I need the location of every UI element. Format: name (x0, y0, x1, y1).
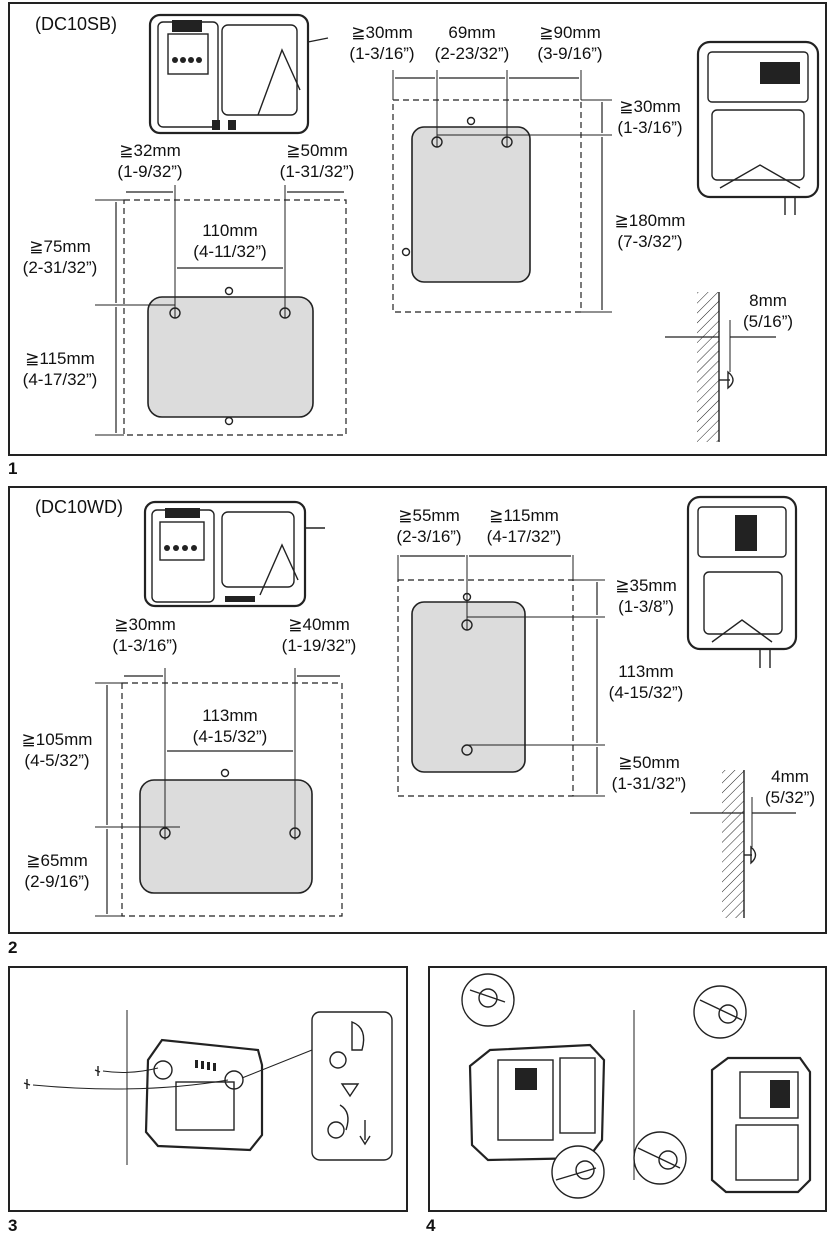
dim2-upper: ≧105mm (4-5/32”) (8, 729, 106, 771)
charger-back-icon (144, 1038, 264, 1152)
dim-width: 110mm (4-11/32”) (178, 220, 282, 262)
screw-callout-top-right-icon (693, 985, 747, 1039)
dim-mm: ≧75mm (29, 237, 91, 256)
dim-in: (4-11/32”) (193, 242, 267, 261)
dim-in: (2-31/32”) (22, 258, 98, 277)
dim-mm: ≧35mm (615, 576, 677, 595)
screw-callout-bottom-left-icon (551, 1145, 605, 1199)
dim2-width: 113mm (4-15/32”) (178, 705, 282, 747)
figure-number-3: 3 (8, 1216, 18, 1235)
dim-lower: ≧115mm (4-17/32”) (10, 348, 110, 390)
dim-mm: ≧50mm (618, 753, 680, 772)
dim-mm: 113mm (618, 662, 674, 681)
dim-mm: ≧50mm (286, 141, 348, 160)
dim-mm: 69mm (448, 23, 496, 42)
dim2-right-mid: 113mm (4-15/32”) (600, 661, 692, 703)
dim-mm: 110mm (202, 221, 258, 240)
dim2-screw: 4mm (5/32”) (755, 766, 825, 808)
dim-mm: 4mm (771, 767, 809, 786)
dim-mm: ≧180mm (614, 211, 686, 230)
dim-right-c: ≧90mm (3-9/16”) (520, 22, 620, 64)
charger-upright-icon (696, 40, 820, 215)
dim-in: (4-15/32”) (608, 683, 684, 702)
dim-right-b: 69mm (2-23/32”) (420, 22, 524, 64)
dim-in: (1-9/32”) (117, 162, 183, 181)
dim-in: (1-3/16”) (112, 636, 178, 655)
figure-number-1: 1 (8, 459, 18, 478)
dim-mm: 113mm (202, 706, 258, 725)
screw-callout-bottom-right-icon (633, 1131, 687, 1185)
dim-mm: ≧115mm (489, 506, 559, 525)
dim-mm: ≧55mm (398, 506, 460, 525)
figure-2-drawing (95, 495, 798, 918)
dim-in: (1-3/8”) (618, 597, 674, 616)
dim2-top-left: ≧30mm (1-3/16”) (95, 614, 195, 656)
dim-in: (2-3/16”) (396, 527, 462, 546)
dim-right-top: ≧30mm (1-3/16”) (604, 96, 696, 138)
model-label-dc10sb: (DC10SB) (35, 14, 118, 34)
charger-front-right-icon (710, 1056, 812, 1194)
dim-mm: ≧90mm (539, 23, 601, 42)
dim2-right-a: ≧55mm (2-3/16”) (384, 505, 474, 547)
figure-1-drawing (95, 13, 820, 442)
dim-mm: ≧30mm (351, 23, 413, 42)
dim-in: (2-9/16”) (24, 872, 90, 891)
figure-number-2: 2 (8, 938, 18, 957)
dim-in: (7-3/32”) (617, 232, 683, 251)
dim2-top-right: ≧40mm (1-19/32”) (266, 614, 372, 656)
dim-mm: ≧115mm (25, 349, 95, 368)
dim-mm: ≧30mm (114, 615, 176, 634)
dim-top-right: ≧50mm (1-31/32”) (262, 140, 372, 182)
dim-screw: 8mm (5/16”) (733, 290, 803, 332)
charger-dc10sb-icon (148, 13, 329, 135)
dim-mm: ≧32mm (119, 141, 181, 160)
model-label-dc10wd: (DC10WD) (35, 497, 123, 517)
dim-in: (1-31/32”) (611, 774, 687, 793)
dim-right-a: ≧30mm (1-3/16”) (332, 22, 432, 64)
charger-dc10wd-icon (143, 500, 325, 608)
dim-right-height: ≧180mm (7-3/32”) (604, 210, 696, 252)
dim-in: (1-31/32”) (279, 162, 355, 181)
dim-in: (5/16”) (742, 312, 794, 331)
dim2-right-b: ≧115mm (4-17/32”) (474, 505, 574, 547)
dim-upper: ≧75mm (2-31/32”) (10, 236, 110, 278)
charger-front-left-icon (468, 1043, 606, 1162)
dim-in: (5/32”) (764, 788, 816, 807)
dim-in: (4-15/32”) (192, 727, 268, 746)
screw-pair-icon (23, 1066, 229, 1090)
dim-in: (4-5/32”) (24, 751, 90, 770)
dim-in: (1-3/16”) (617, 118, 683, 137)
dim2-right-bottom: ≧50mm (1-31/32”) (603, 752, 695, 794)
dim-in: (1-19/32”) (281, 636, 357, 655)
dim-in: (4-17/32”) (486, 527, 562, 546)
keyhole-slide-icon (327, 1020, 371, 1146)
dim2-lower: ≧65mm (2-9/16”) (8, 850, 106, 892)
dim-in: (2-23/32”) (434, 44, 510, 63)
dim-mm: ≧65mm (26, 851, 88, 870)
wall-screw-4mm-icon (690, 770, 796, 918)
charger-wd-upright-icon (686, 495, 798, 668)
dim-mm: ≧40mm (288, 615, 350, 634)
dim2-right-top: ≧35mm (1-3/8”) (603, 575, 689, 617)
dim-in: (4-17/32”) (22, 370, 98, 389)
dim-in: (1-3/16”) (349, 44, 415, 63)
dim-in: (3-9/16”) (537, 44, 603, 63)
dim-mm: ≧105mm (21, 730, 93, 749)
figure-number-4: 4 (426, 1216, 436, 1235)
wall-screw-8mm-icon (665, 292, 776, 442)
dim-mm: ≧30mm (619, 97, 681, 116)
dim-top-left: ≧32mm (1-9/32”) (100, 140, 200, 182)
screw-callout-top-left-icon (461, 973, 515, 1027)
dim-mm: 8mm (749, 291, 787, 310)
